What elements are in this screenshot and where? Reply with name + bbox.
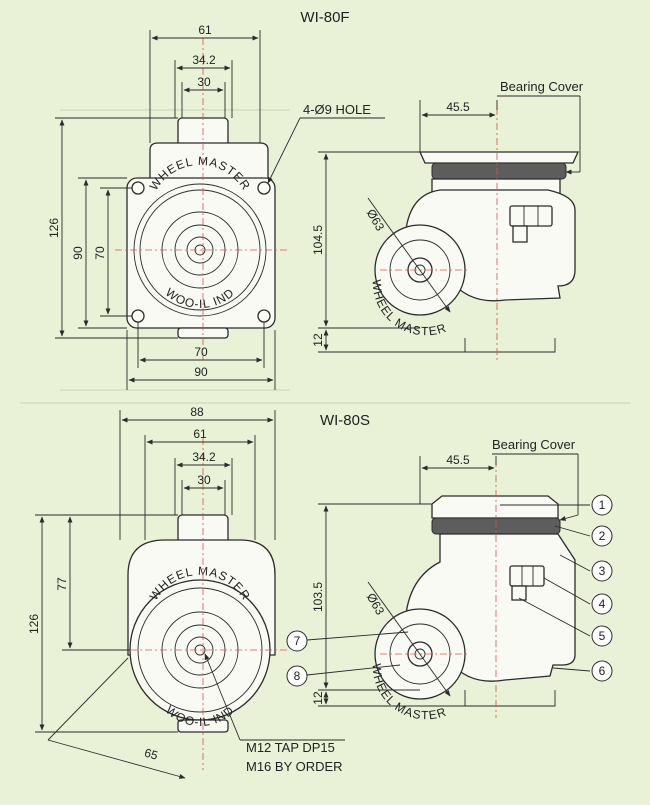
side-dim-12: 12 (311, 333, 325, 347)
callout-5 (591, 625, 613, 647)
hole-note: 4-Ø9 HOLE (303, 102, 371, 117)
dim-126: 126 (47, 218, 61, 238)
wi80s-side-view: WHEEL MASTER (369, 460, 576, 722)
bottom-title: WI-80S (320, 412, 370, 429)
wi80f-side-view: WHEEL MASTER (369, 108, 580, 360)
wi80f-front-dimensions: 61 34.2 30 126 90 70 70 90 4-Ø (47, 23, 385, 390)
side-dim-63: Ø63 (364, 591, 388, 618)
dim-126: 126 (27, 614, 41, 634)
corner-hole-icon (131, 309, 145, 323)
callout-7-label: 7 (294, 634, 301, 648)
bearing-cover-label: Bearing Cover (492, 437, 576, 452)
dim-34-2: 34.2 (192, 53, 216, 67)
callout-2-label: 2 (599, 529, 606, 543)
side-brake-nut (509, 205, 553, 227)
bearing-cover-label: Bearing Cover (500, 79, 584, 94)
side-bearing-band (431, 162, 567, 180)
side-foot-pad (464, 338, 556, 353)
dim-88: 88 (190, 405, 204, 419)
tap-note-2: M16 BY ORDER (246, 759, 343, 774)
dim-61: 61 (198, 23, 212, 37)
dim-70-horizontal: 70 (194, 345, 208, 359)
side-dim-104-5: 104.5 (311, 225, 325, 255)
callout-3 (591, 560, 613, 582)
callout-5-label: 5 (599, 629, 606, 643)
callout-7 (286, 630, 308, 652)
callout-2 (591, 525, 613, 547)
callout-4 (591, 593, 613, 615)
dim-77: 77 (55, 577, 69, 591)
side-brake-nut (509, 565, 545, 587)
tap-note-1: M12 TAP DP15 (246, 740, 335, 755)
dim-34-2: 34.2 (192, 450, 216, 464)
callout-1 (591, 494, 613, 516)
dim-30: 30 (197, 473, 211, 487)
top-title: WI-80F (300, 9, 349, 26)
callout-6-label: 6 (599, 664, 606, 678)
side-dim-45-5: 45.5 (446, 453, 470, 467)
dim-70-vertical: 70 (93, 246, 107, 260)
dim-90: 90 (71, 246, 85, 260)
dim-61: 61 (193, 427, 207, 441)
side-hex-top (431, 495, 559, 519)
callout-8 (286, 665, 308, 687)
wi80s-front-view: WHEEL MASTER WOO-IL IND (115, 438, 290, 770)
dim-65: 65 (143, 746, 160, 763)
wi80f-front-view: WHEEL MASTER WOO-IL IND (115, 38, 290, 362)
wi80s-front-dimensions: 88 61 34.2 30 126 77 65 M12 TAP DP15 M16… (27, 405, 345, 779)
dim-30: 30 (197, 75, 211, 89)
side-dim-45-5: 45.5 (446, 100, 470, 114)
corner-hole-icon (257, 181, 271, 195)
callout-1-label: 1 (599, 498, 606, 512)
side-dim-103-5: 103.5 (311, 582, 325, 612)
dim-90-horizontal: 90 (194, 365, 208, 379)
callout-3-label: 3 (599, 564, 606, 578)
callout-8-label: 8 (294, 669, 301, 683)
corner-hole-icon (257, 309, 271, 323)
side-dim-63: Ø63 (364, 207, 388, 234)
side-dim-12: 12 (311, 691, 325, 705)
callout-6 (591, 660, 613, 682)
corner-hole-icon (131, 181, 145, 195)
callout-4-label: 4 (599, 597, 606, 611)
side-top-plate (418, 151, 580, 164)
side-foot-pad (464, 690, 556, 707)
